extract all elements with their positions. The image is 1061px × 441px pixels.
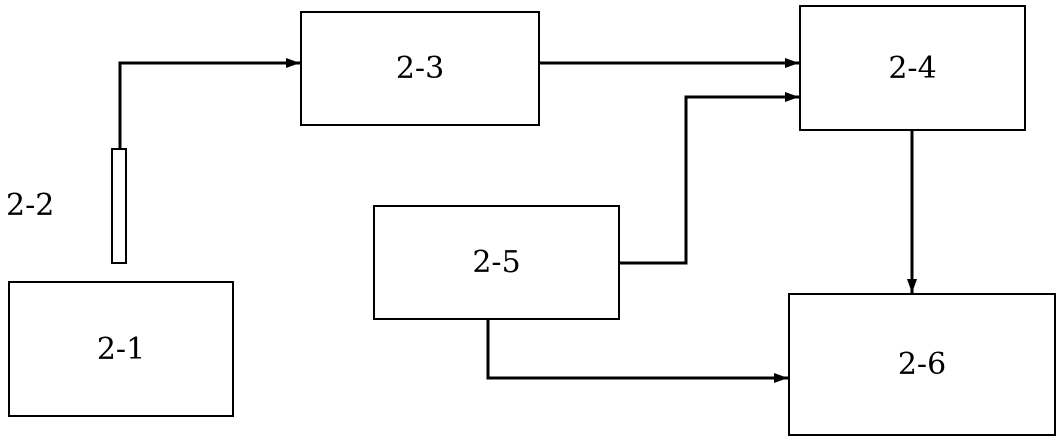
block-2-5: 2-5: [373, 205, 620, 320]
block-2-4-label: 2-4: [888, 50, 937, 86]
block-2-3: 2-3: [300, 11, 540, 126]
block-2-1-label: 2-1: [96, 331, 146, 367]
block-2-6: 2-6: [788, 293, 1056, 436]
block-2-3-label: 2-3: [395, 51, 445, 86]
arrow-2-5-to-2-4: [620, 92, 799, 265]
arrow-2-5-to-2-6: [486, 320, 788, 383]
block-2-5-label: 2-5: [472, 245, 521, 280]
label-2-2: 2-2: [6, 188, 55, 223]
probe-2-2: [111, 148, 127, 264]
block-2-1: 2-1: [8, 281, 234, 417]
arrow-2-2-to-2-3: [118, 58, 300, 148]
block-2-6-label: 2-6: [897, 347, 947, 382]
block-2-4: 2-4: [799, 5, 1026, 131]
